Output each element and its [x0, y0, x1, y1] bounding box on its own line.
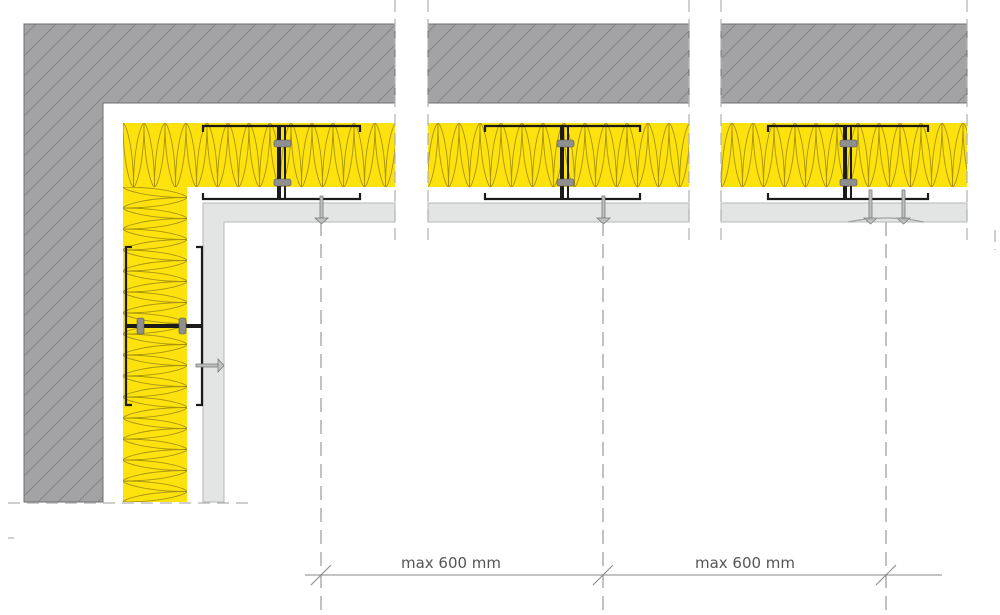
screw-1: [313, 195, 330, 225]
masonry-wall: [23, 23, 968, 503]
board-ceiling-2: [427, 202, 690, 223]
dimension-label-2: max 600 mm: [695, 554, 795, 572]
board-corner: [202, 202, 396, 503]
screw-wall: [195, 357, 225, 374]
plasterboard: [202, 202, 968, 503]
board-joint: [847, 217, 925, 223]
insulation-ceiling-1: [123, 123, 395, 187]
dimension-line: [305, 564, 942, 586]
break-lines: [8, 0, 996, 539]
ceiling-profile-1: [201, 124, 362, 201]
insulation-ceiling-2: [428, 123, 689, 187]
hanger-2: [556, 139, 575, 187]
ceiling-profile-3: [766, 124, 930, 201]
masonry-ceiling-section-3: [720, 23, 968, 104]
screws: [195, 189, 912, 374]
board-ceiling-3: [720, 202, 968, 223]
hanger-1: [273, 139, 292, 187]
hanger-3: [839, 139, 858, 187]
dimension-label-1: max 600 mm: [401, 554, 501, 572]
masonry-ceiling-section-2: [427, 23, 690, 104]
insulation-wall: [123, 187, 187, 502]
ceiling-profile-2: [483, 124, 642, 201]
screw-2: [595, 195, 612, 225]
center-lines: [320, 222, 887, 610]
wall-hanger: [136, 317, 187, 335]
